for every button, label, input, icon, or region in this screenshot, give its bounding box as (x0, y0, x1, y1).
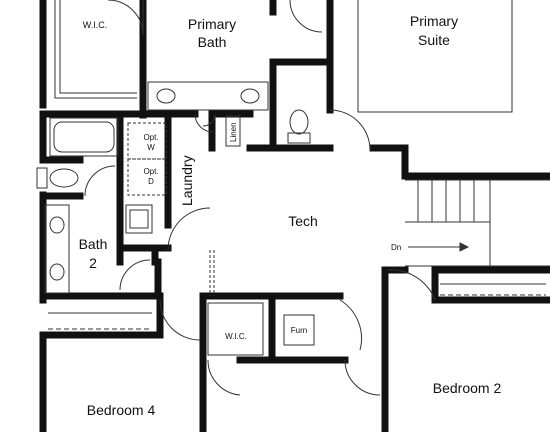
opt-d-label-2: D (148, 177, 154, 186)
stairs (405, 179, 550, 267)
doors (84, 0, 436, 396)
bedroom2-label: Bedroom 2 (433, 380, 502, 396)
opt-d-label-1: Opt. (143, 167, 158, 176)
furnace-label: Furn (291, 326, 307, 335)
bath2-label-1: Bath (79, 236, 108, 252)
tech-label: Tech (288, 213, 318, 229)
bedroom4-label: Bedroom 4 (87, 402, 156, 418)
bath2-label-2: 2 (89, 255, 97, 271)
opt-w-label-1: Opt. (143, 133, 158, 142)
laundry-label: Laundry (179, 155, 195, 206)
primary-suite-label-2: Suite (418, 32, 450, 48)
stairs-dn-label: Dn (391, 243, 401, 252)
walls (39, 0, 550, 432)
linen-label: Linen (229, 122, 238, 142)
wic-bottom-label: W.I.C. (225, 332, 247, 341)
primary-bath-label-1: Primary (188, 16, 236, 32)
wic-top-label: W.I.C. (83, 20, 108, 30)
opt-w-label-2: W (147, 143, 155, 152)
primary-suite-label-1: Primary (410, 13, 458, 29)
thin-lines (36, 0, 546, 356)
primary-bath-label-2: Bath (198, 34, 227, 50)
